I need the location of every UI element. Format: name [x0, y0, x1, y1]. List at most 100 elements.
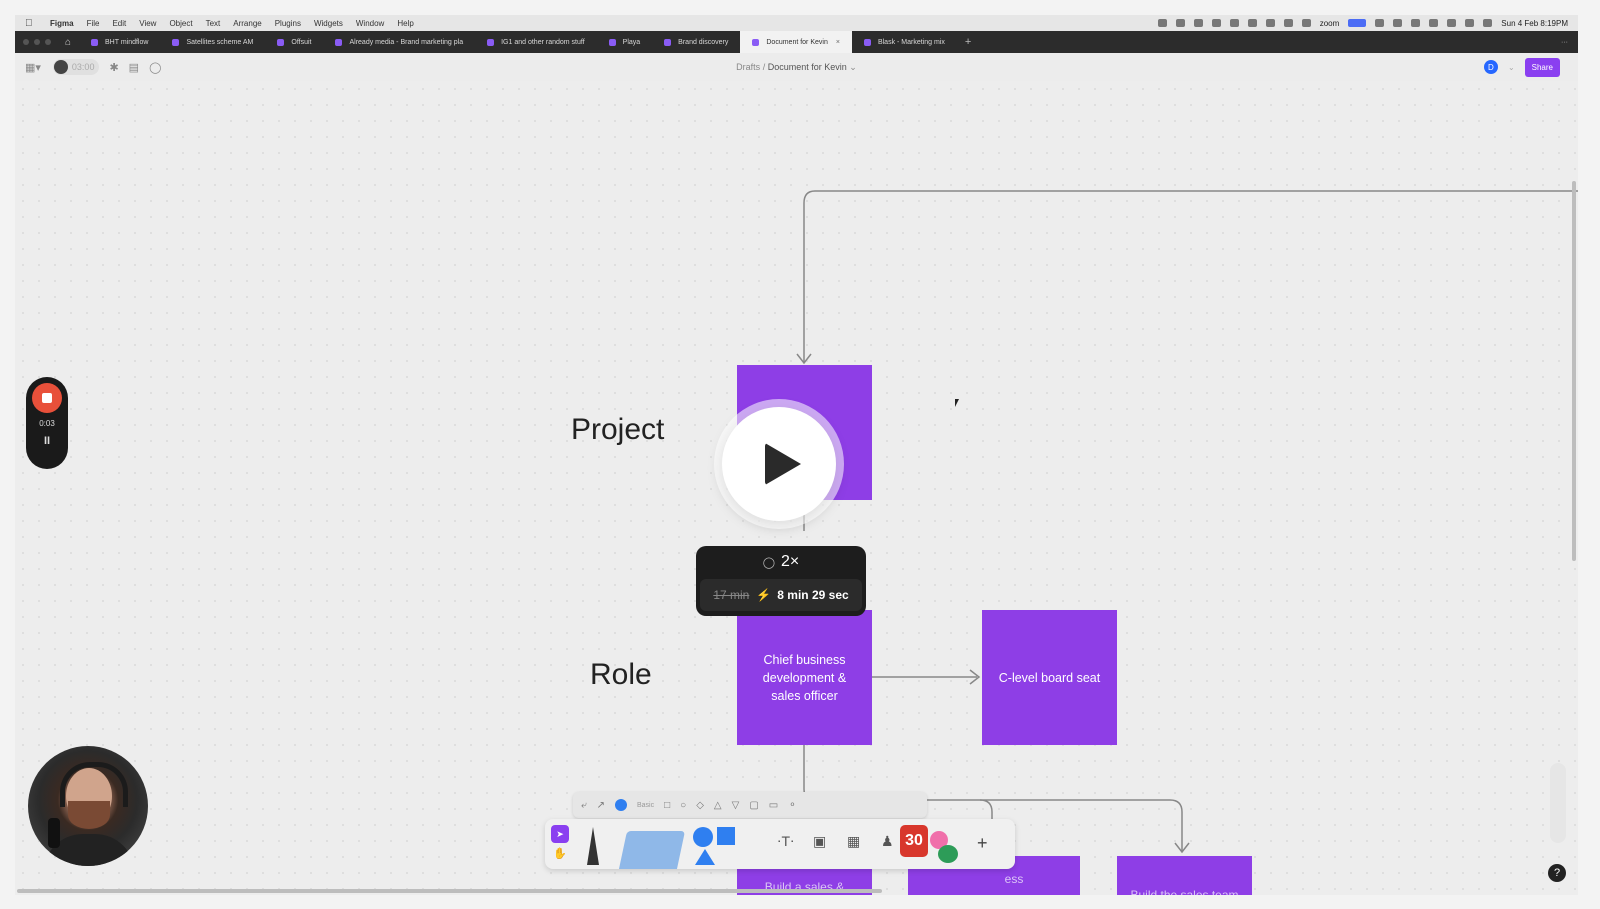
status-icon[interactable]: [1411, 19, 1421, 27]
wifi-icon[interactable]: [1447, 19, 1457, 27]
menu-file[interactable]: File: [86, 18, 100, 28]
ai-sparkle-icon[interactable]: ✱: [109, 61, 119, 74]
more-icon[interactable]: ···: [1561, 38, 1568, 46]
section-tool-icon[interactable]: ▣: [813, 833, 827, 849]
search-icon[interactable]: [1465, 19, 1475, 27]
color-swatch[interactable]: [615, 799, 627, 811]
status-icon[interactable]: [1175, 19, 1185, 27]
help-button[interactable]: ?: [1548, 864, 1566, 882]
node-bottom-right[interactable]: Build the sales team: [1117, 856, 1252, 895]
tab-playa[interactable]: Playa: [597, 31, 653, 53]
menu-plugins[interactable]: Plugins: [274, 18, 301, 28]
menu-object[interactable]: Object: [169, 18, 193, 28]
rounded-square-icon[interactable]: ▢: [749, 799, 759, 811]
tab-offsuit[interactable]: Offsuit: [265, 31, 323, 53]
menu-app-name[interactable]: Figma: [50, 18, 74, 28]
zoom-window-icon[interactable]: [45, 39, 51, 45]
comment-icon[interactable]: ◯: [149, 61, 162, 74]
menu-view[interactable]: View: [139, 18, 157, 28]
connector-straight-icon[interactable]: ↗: [596, 799, 605, 811]
triangle-down-shape-icon[interactable]: ▽: [731, 799, 740, 811]
chevron-down-icon[interactable]: ⌄: [1507, 62, 1515, 72]
preset-dropdown[interactable]: Basic: [637, 801, 655, 809]
window-controls: [23, 39, 51, 45]
layout-icon[interactable]: ▤: [128, 61, 140, 74]
status-icon[interactable]: [1429, 19, 1439, 27]
home-icon[interactable]: ⌂: [65, 36, 72, 48]
play-button[interactable]: [722, 407, 836, 521]
node-role-main[interactable]: Chief business development & sales offic…: [737, 610, 872, 745]
tab-label: Offsuit: [291, 38, 312, 46]
tab-satellites[interactable]: Satellites scheme AM: [160, 31, 265, 53]
main-menu-icon[interactable]: ▦▾: [25, 61, 41, 74]
close-window-icon[interactable]: [23, 39, 29, 45]
circle-shape-icon[interactable]: ○: [680, 799, 687, 811]
user-avatar[interactable]: D: [1483, 60, 1498, 74]
minimize-window-icon[interactable]: [34, 39, 40, 45]
tab-brand-discovery[interactable]: Brand discovery: [652, 31, 740, 53]
triangle-tool-icon[interactable]: [695, 849, 715, 865]
vertical-scrollbar[interactable]: [1572, 181, 1576, 561]
stamp-tool-icon[interactable]: ♟: [881, 833, 894, 849]
tab-blask[interactable]: Blask - Marketing mix: [852, 31, 957, 53]
select-tool-icon[interactable]: ➤: [551, 825, 569, 843]
stickers-tool[interactable]: 30: [900, 825, 960, 865]
text-tool-icon[interactable]: ⋅T⋅: [777, 833, 795, 849]
control-center-icon[interactable]: [1483, 19, 1493, 27]
status-icon[interactable]: [1393, 19, 1403, 27]
tab-ig1[interactable]: IG1 and other random stuff: [475, 31, 597, 53]
share-button[interactable]: Share: [1524, 57, 1560, 77]
add-icon[interactable]: +: [977, 833, 988, 853]
zoom-menu-label[interactable]: zoom: [1319, 18, 1340, 28]
document-title[interactable]: Document for Kevin: [767, 61, 847, 72]
node-board-seat[interactable]: C-level board seat: [982, 610, 1117, 745]
playback-speed-card[interactable]: ◯2× 17 min ⚡ 8 min 29 sec: [696, 546, 866, 616]
breadcrumb-drafts[interactable]: Drafts: [736, 61, 761, 72]
horizontal-scrollbar[interactable]: [17, 889, 882, 893]
circle-tool-icon[interactable]: [693, 827, 713, 847]
stop-record-button[interactable]: [32, 383, 62, 413]
status-icon[interactable]: [1193, 19, 1203, 27]
share-nodes-icon[interactable]: ⚬: [788, 799, 797, 811]
canvas[interactable]: Project Role Chief business development …: [15, 81, 1578, 895]
menubar-clock[interactable]: Sun 4 Feb 8:19PM: [1501, 18, 1568, 28]
breadcrumb: Drafts / Document for Kevin ⌄: [736, 62, 857, 73]
new-tab-icon[interactable]: +: [964, 36, 972, 48]
table-tool-icon[interactable]: ▦: [847, 833, 861, 849]
status-icon[interactable]: [1229, 19, 1239, 27]
status-icon[interactable]: [1375, 19, 1385, 27]
tag-shape-icon[interactable]: ▭: [768, 799, 779, 811]
screen-share-icon[interactable]: [1348, 19, 1367, 27]
chevron-down-icon[interactable]: ⌄: [849, 61, 857, 72]
status-icon[interactable]: [1211, 19, 1221, 27]
menu-arrange[interactable]: Arrange: [233, 18, 262, 28]
status-icon[interactable]: [1301, 19, 1311, 27]
status-icon[interactable]: [1157, 19, 1167, 27]
square-tool-icon[interactable]: [717, 827, 735, 845]
figma-file-icon: [277, 38, 285, 46]
tab-already-media[interactable]: Already media - Brand marketing pla: [323, 31, 475, 53]
tab-bht-mindflow[interactable]: BHT mindflow: [79, 31, 160, 53]
sticky-note-tool-icon[interactable]: [618, 831, 686, 869]
pause-icon[interactable]: II: [43, 435, 51, 447]
hand-tool-icon[interactable]: ✋: [553, 848, 567, 860]
menu-edit[interactable]: Edit: [112, 18, 127, 28]
menu-window[interactable]: Window: [355, 18, 385, 28]
status-icon[interactable]: [1283, 19, 1293, 27]
status-icon[interactable]: [1247, 19, 1257, 27]
connector-elbow-icon[interactable]: ⤶: [581, 799, 587, 811]
triangle-shape-icon[interactable]: △: [713, 799, 722, 811]
menu-widgets[interactable]: Widgets: [313, 18, 343, 28]
square-shape-icon[interactable]: □: [664, 799, 671, 811]
connector-top-loop: [803, 190, 1578, 363]
tab-document-for-kevin[interactable]: Document for Kevin×: [740, 31, 852, 53]
zoom-slider[interactable]: [1550, 763, 1566, 843]
close-tab-icon[interactable]: ×: [835, 38, 840, 46]
apple-icon[interactable]: : [25, 18, 37, 29]
status-icon[interactable]: [1265, 19, 1275, 27]
diamond-shape-icon[interactable]: ◇: [696, 799, 704, 811]
timer-widget[interactable]: 03:00: [52, 59, 100, 75]
marker-tool-icon[interactable]: [587, 827, 599, 865]
menu-help[interactable]: Help: [397, 18, 414, 28]
menu-text[interactable]: Text: [205, 18, 221, 28]
